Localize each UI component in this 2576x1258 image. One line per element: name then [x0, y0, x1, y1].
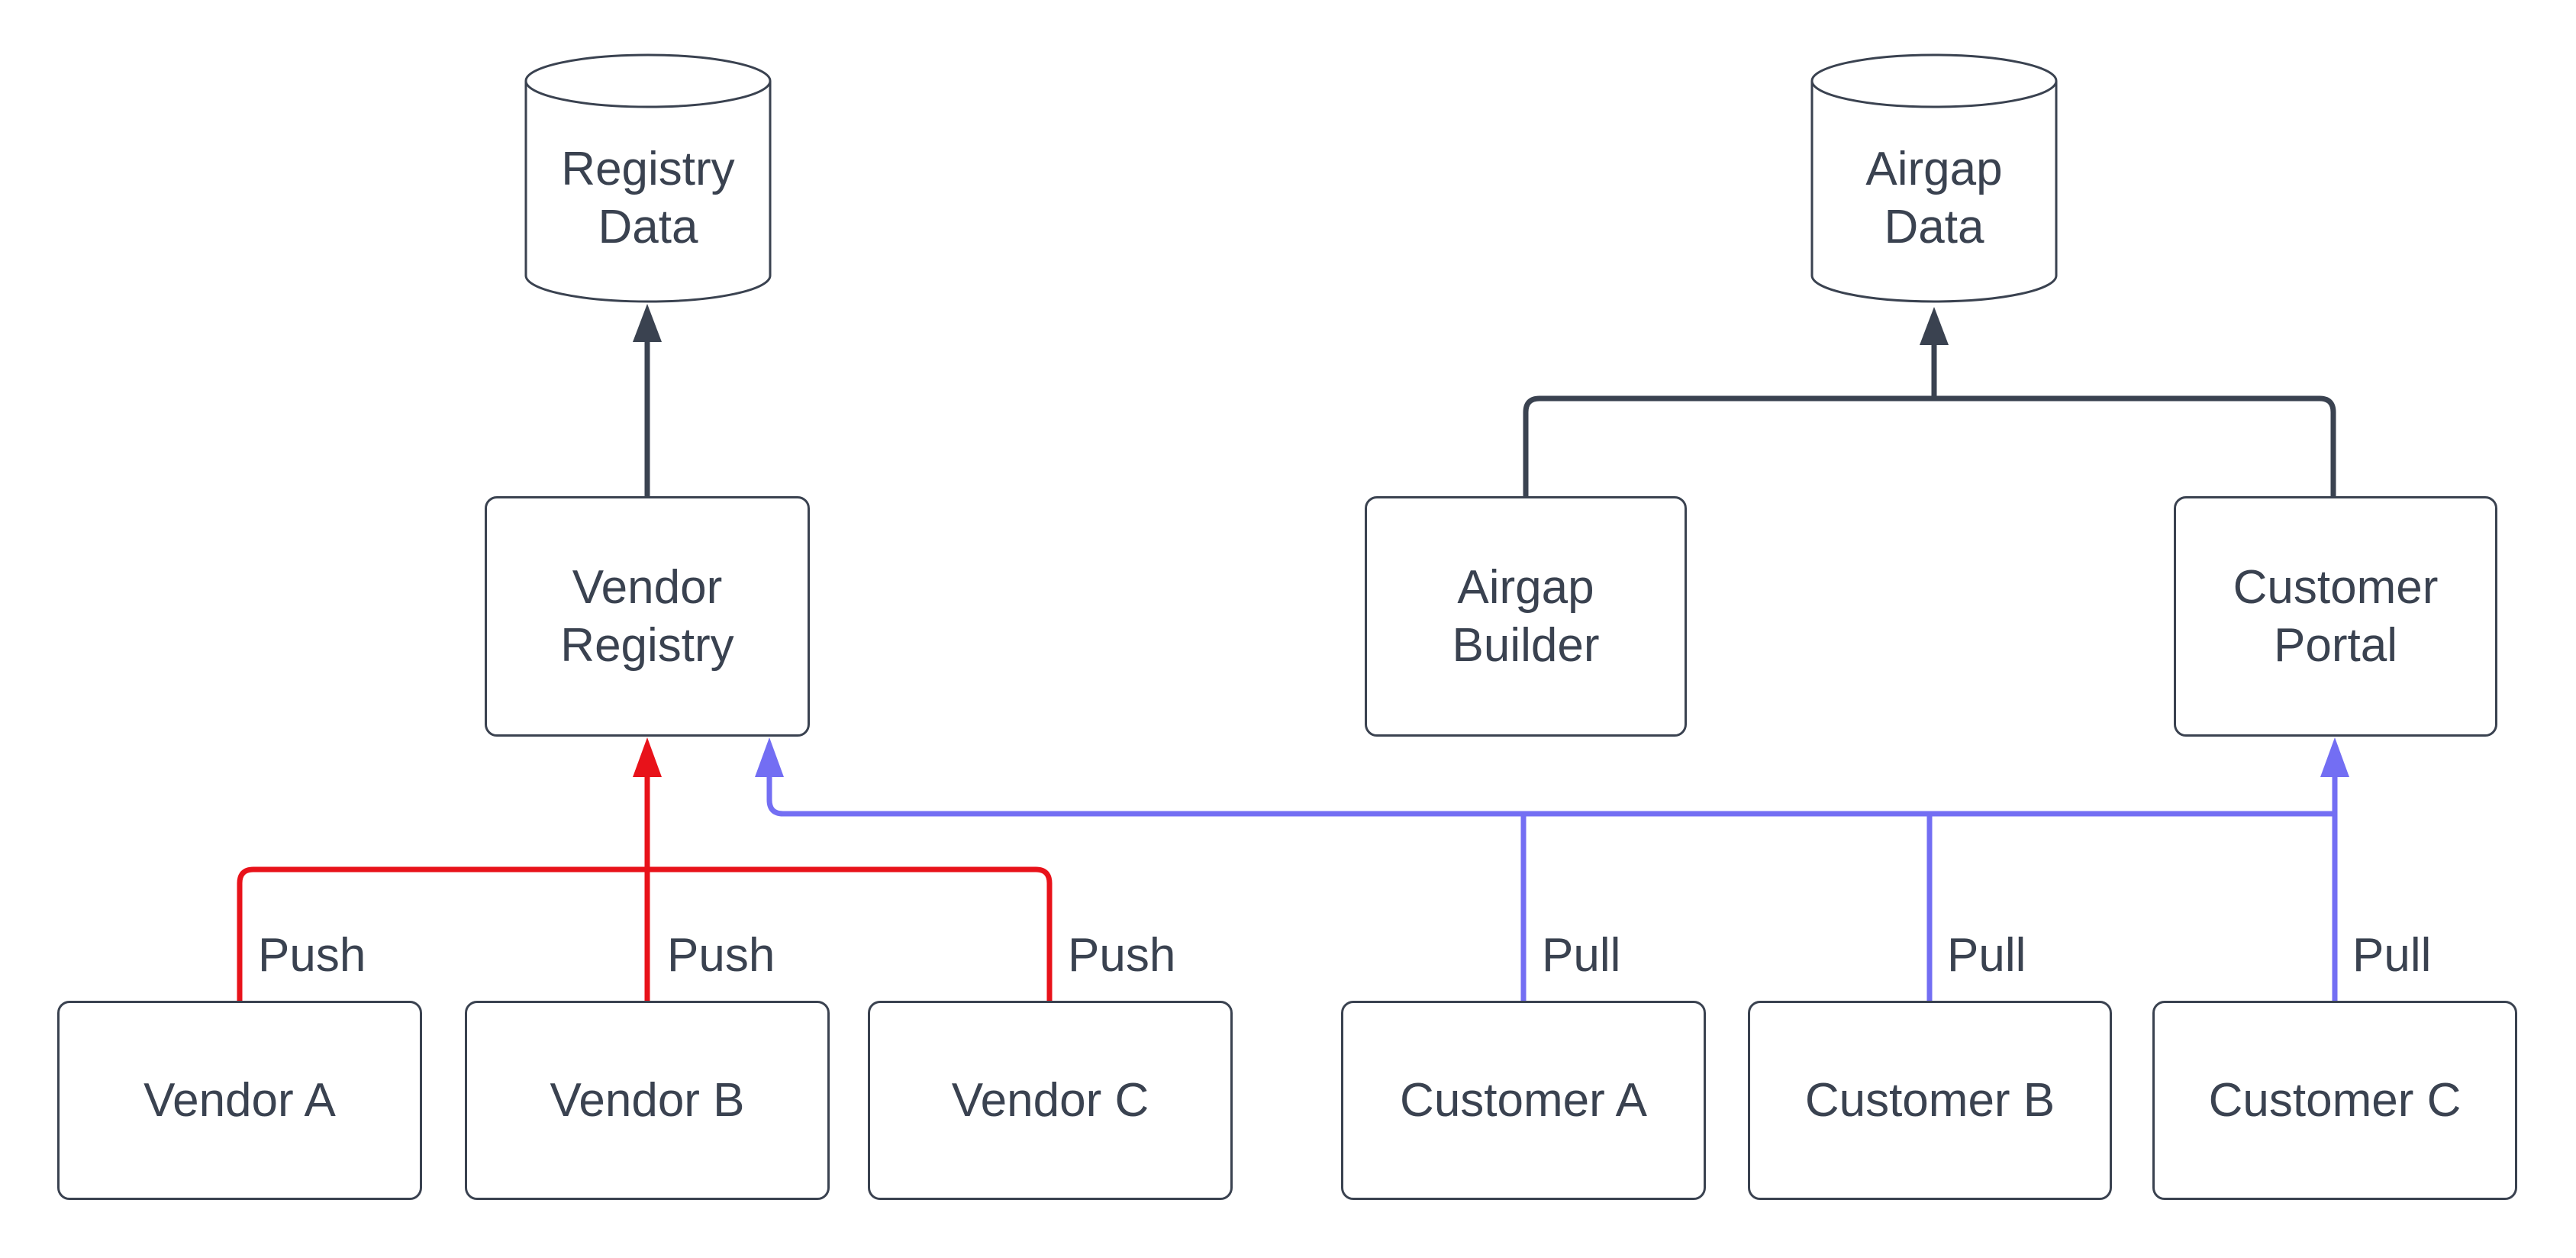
arrowhead-up-icon	[1920, 307, 1949, 345]
node-label: Vendor C	[951, 1073, 1149, 1127]
cylinder-body	[1810, 81, 2058, 303]
edge-airgap-builder-and-customer-portal-to-airgap-data	[1523, 307, 2336, 496]
arrowhead-up-icon	[633, 304, 662, 342]
cylinder-airgap-data	[1810, 53, 2058, 303]
cylinder-body	[524, 81, 772, 303]
node-label: Customer Portal	[2233, 560, 2439, 672]
node-airgap-builder: Airgap Builder	[1365, 496, 1687, 737]
arrowhead-up-icon	[755, 737, 784, 777]
node-airgap-data-label: Airgap Data	[1820, 122, 2049, 275]
edge-label-pull-customer-c: Pull	[2352, 929, 2432, 982]
node-label: Customer A	[1400, 1073, 1647, 1127]
node-vendor-b: Vendor B	[465, 1001, 830, 1200]
edge-customer-c-pull-to-customer-portal	[2320, 737, 2349, 1001]
node-label: Vendor Registry	[560, 560, 734, 672]
cylinder-registry-data	[524, 53, 772, 303]
node-customer-b: Customer B	[1748, 1001, 2112, 1200]
edge-label-push-vendor-c: Push	[1068, 929, 1176, 982]
edge-line	[766, 777, 2335, 817]
node-label: Airgap Data	[1865, 143, 2003, 253]
node-vendor-a: Vendor A	[57, 1001, 422, 1200]
node-label: Vendor A	[143, 1073, 336, 1127]
cylinder-top	[1810, 53, 2058, 108]
edge-label-pull-customer-b: Pull	[1947, 929, 2026, 982]
edge-vendors-push-to-vendor-registry	[237, 737, 1053, 1001]
edge-label-push-vendor-a: Push	[258, 929, 366, 982]
node-label: Airgap Builder	[1452, 560, 1600, 672]
edge-label-pull-customer-a: Pull	[1542, 929, 1621, 982]
node-customer-portal: Customer Portal	[2174, 496, 2497, 737]
node-vendor-c: Vendor C	[868, 1001, 1233, 1200]
arrowhead-up-icon	[2320, 737, 2349, 777]
node-label: Registry Data	[561, 143, 735, 253]
node-customer-c: Customer C	[2152, 1001, 2517, 1200]
node-label: Customer C	[2208, 1073, 2462, 1127]
arrowhead-up-icon	[633, 737, 662, 777]
node-label: Vendor B	[550, 1073, 745, 1127]
cylinder-top	[524, 53, 772, 108]
node-vendor-registry: Vendor Registry	[485, 496, 810, 737]
node-registry-data-label: Registry Data	[534, 122, 762, 275]
edge-line	[1523, 395, 2336, 496]
edge-customers-pull-to-vendor-registry	[755, 737, 2335, 1001]
node-customer-a: Customer A	[1341, 1001, 1706, 1200]
edge-vendor-registry-to-registry-data	[633, 304, 662, 496]
node-label: Customer B	[1804, 1073, 2055, 1127]
edge-label-push-vendor-b: Push	[667, 929, 775, 982]
